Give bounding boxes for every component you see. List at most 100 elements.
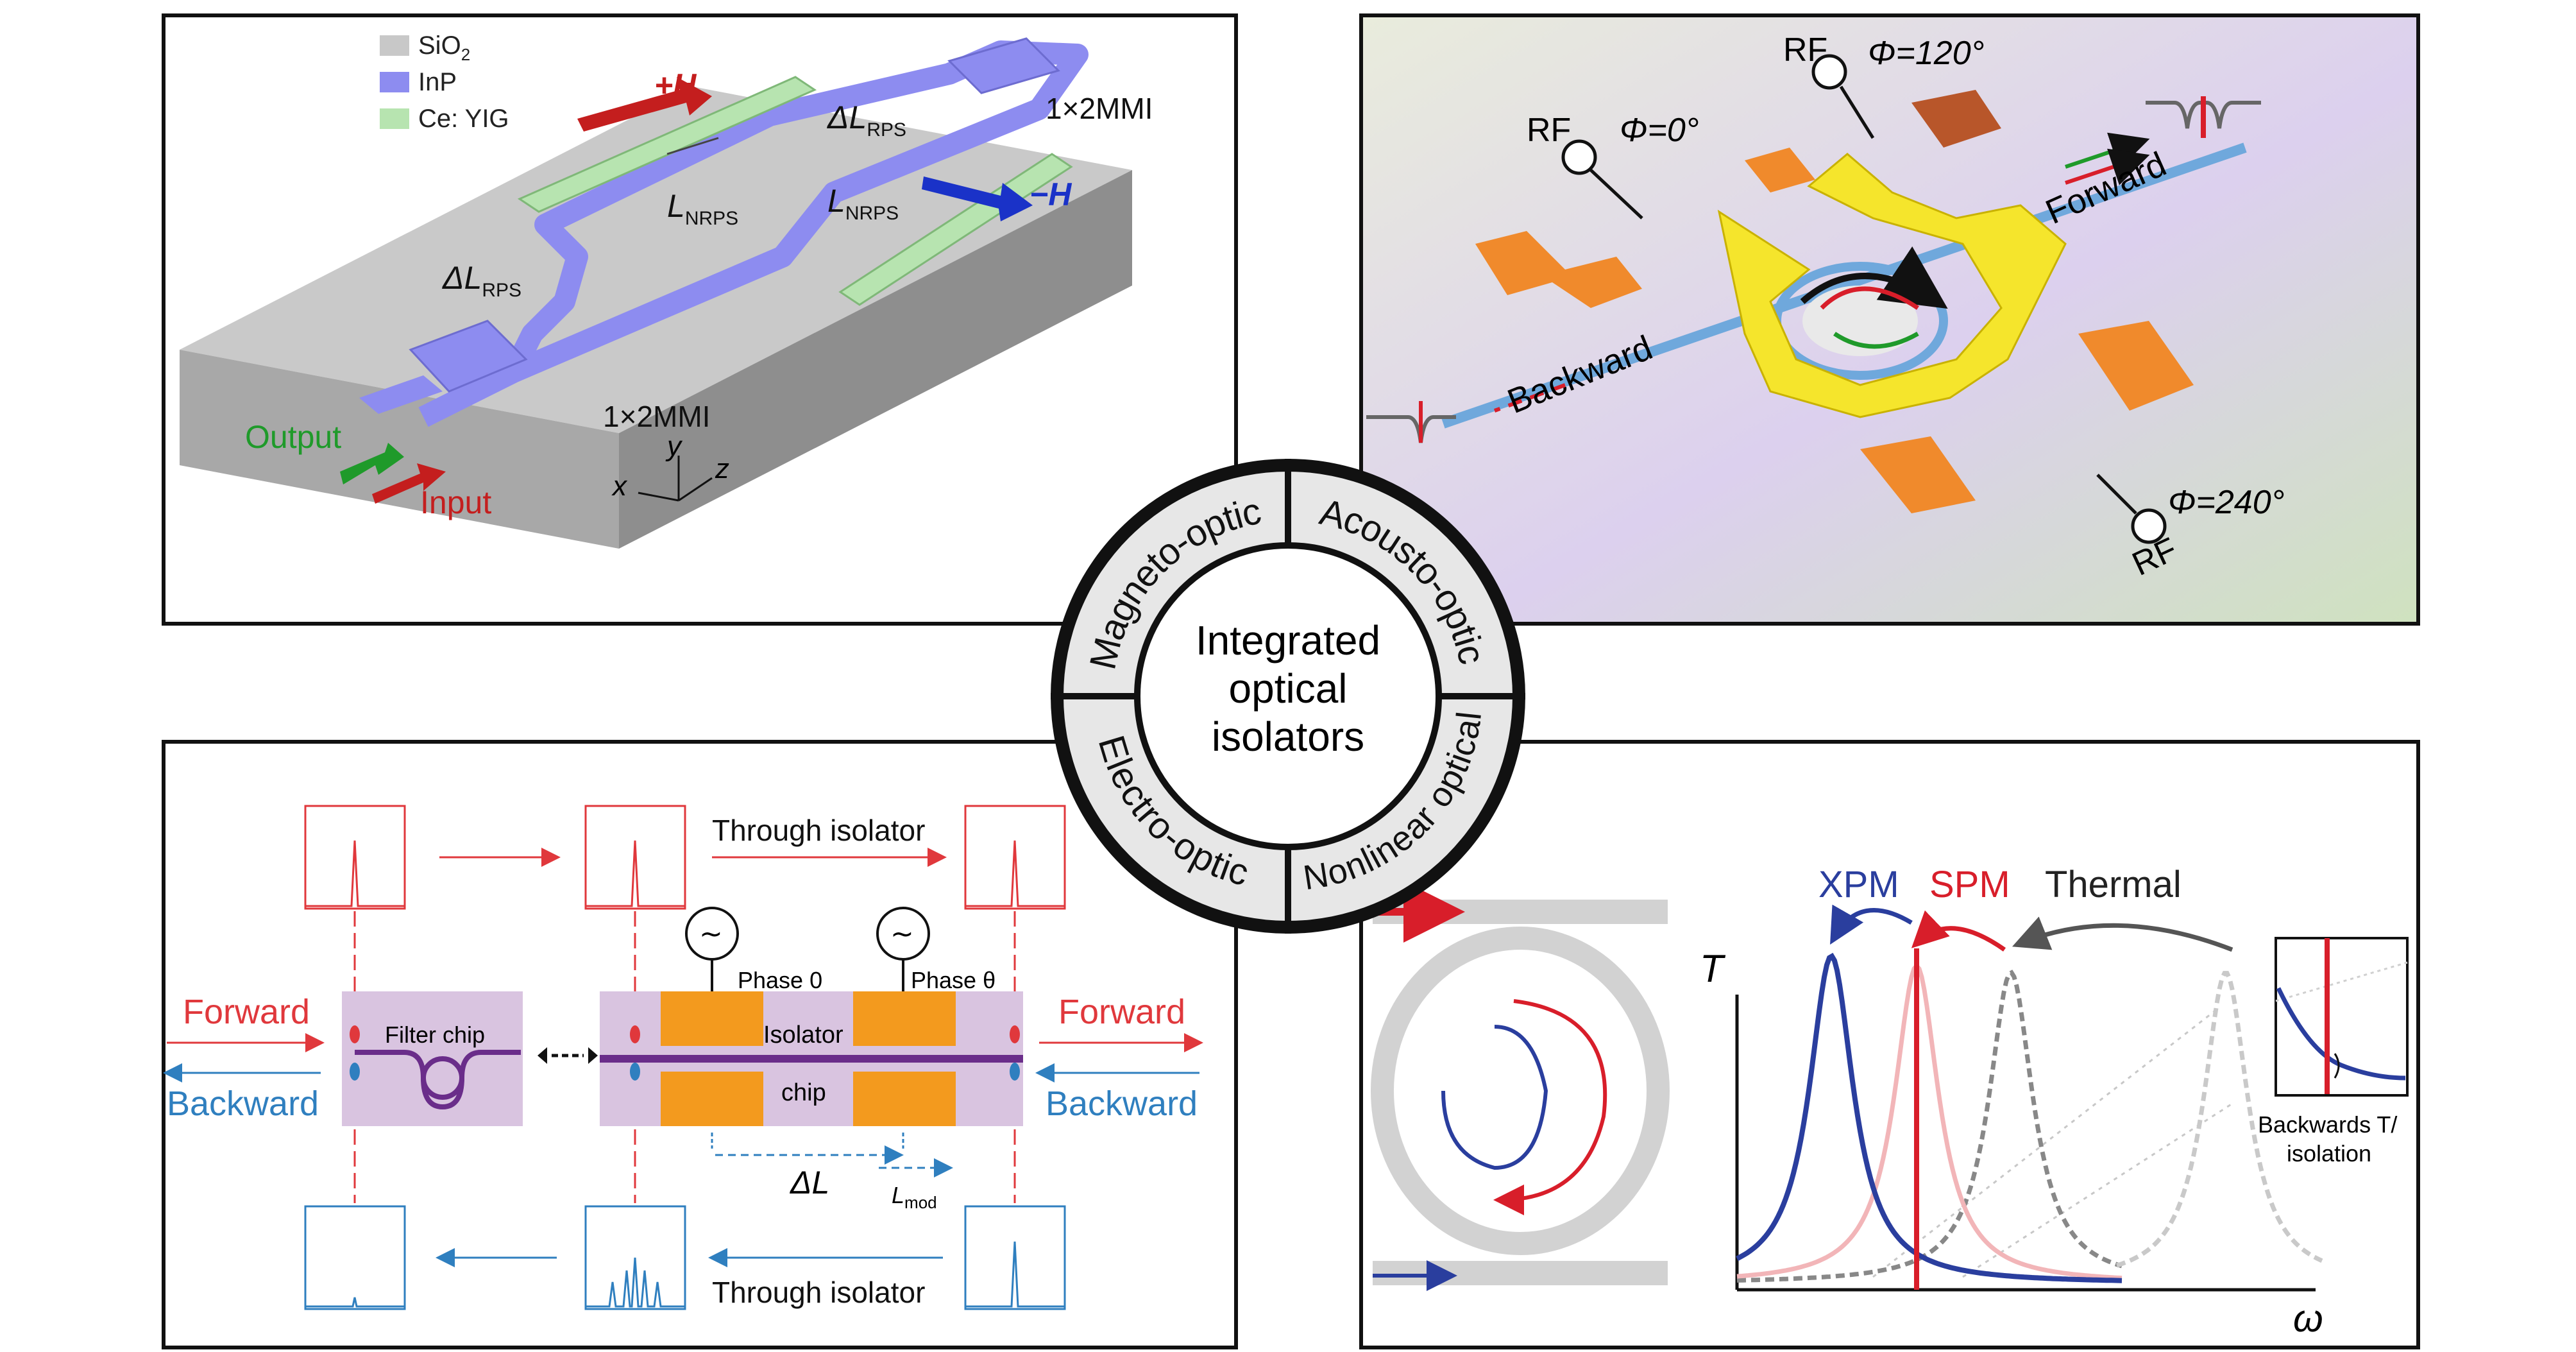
- mmi-top-block: [947, 37, 1060, 94]
- idt-electrode: [1717, 153, 2067, 418]
- center-title-line-2: optical: [1229, 665, 1348, 712]
- legend-label-sio2: SiO2: [418, 31, 470, 64]
- center-wheel: Magneto-optic Acousto-optic Electro-opti…: [1051, 459, 1525, 934]
- panel-acousto-optic: RF Φ=0° RF Φ=120° Φ=240° RF Forward Back…: [1359, 13, 2420, 626]
- center-title-line-1: Integrated: [1196, 617, 1380, 663]
- xpm-curve: [1736, 952, 2123, 1283]
- inp-waveguide: [418, 40, 1089, 427]
- spectrum-top-row: Through isolator: [304, 805, 1066, 910]
- rf-label: RF: [1527, 112, 1571, 149]
- inset-label-2: isolation: [2287, 1140, 2371, 1167]
- forward-label-right: Forward: [1058, 993, 1185, 1031]
- electrode-bottom-left: [661, 1072, 763, 1126]
- ring: [1371, 927, 1670, 1255]
- backward-label-left: Backward: [167, 1084, 319, 1123]
- mmi-bottom-block: [409, 320, 528, 393]
- filter-ring: [421, 1056, 464, 1100]
- spectrum-bottom-row: Through isolator: [304, 1205, 1066, 1310]
- pad-bottom: [1860, 436, 1976, 513]
- minus-h-arrow: [922, 176, 1033, 221]
- xpm-shift-arrow: [1830, 904, 1913, 945]
- forward-red-arrow: [2065, 148, 2150, 185]
- delta-l-label: ΔL: [790, 1165, 829, 1201]
- spectrum-box: [584, 805, 686, 910]
- pad-top-left: [1745, 148, 1815, 193]
- center-title-line-3: isolators: [1212, 714, 1364, 760]
- spectrum-line: [965, 840, 1065, 907]
- plus-h-arrow: [577, 77, 712, 132]
- spectrum-line: [305, 840, 405, 907]
- circulation-arrow-green: [1833, 331, 1919, 349]
- minus-h-label: −H: [1030, 176, 1072, 212]
- dl-rps-label-1: ΔLRPS: [827, 99, 906, 141]
- spectrum-line: [586, 840, 685, 907]
- legend-swatch-sio2: [380, 35, 409, 56]
- ceyig-strip-top: [517, 76, 817, 213]
- mmi-bottom-label: 1×2MMI: [603, 400, 710, 433]
- inset-box: [2275, 937, 2409, 1097]
- phase-0-label: Phase 0: [738, 967, 822, 993]
- thermal-shift-arrow: [2012, 916, 2233, 952]
- mode-marker-backward: [1010, 1063, 1020, 1081]
- filter-waveguide: [355, 1050, 521, 1110]
- spectrum-box: [964, 1205, 1066, 1310]
- mode-marker-backward: [350, 1063, 360, 1081]
- chip-link-head-left: [538, 1047, 547, 1064]
- panel-magneto-optic: +H −H SiO2 InP Ce: YIG 1×2MMI 1×2MMI LNR…: [162, 13, 1238, 626]
- output-label: Output: [245, 419, 341, 455]
- thermal-curve-faint: [2115, 971, 2323, 1268]
- backward-red-arrow: [1493, 383, 1566, 413]
- guide-dotted: [1872, 1006, 2220, 1278]
- bus-waveguide: [1441, 142, 2247, 429]
- mode-marker-backward: [630, 1063, 640, 1081]
- rf-source-120: RF Φ=120°: [1783, 31, 1984, 139]
- backward-label-right: Backward: [1046, 1084, 1198, 1123]
- rf-lead: [1589, 169, 1643, 219]
- spectrum-line: [965, 1241, 1065, 1308]
- legend-swatch-ceyig: [380, 108, 409, 129]
- spm-shift-arrow: [1911, 910, 2006, 952]
- inset-xpm-curve: [2276, 987, 2406, 1081]
- xpm-label: XPM: [1818, 864, 1899, 905]
- panel-frame: [1359, 740, 2420, 1349]
- electrode-top-left: [661, 991, 763, 1046]
- axis-x-label: x: [611, 470, 628, 502]
- chip-label: chip: [781, 1079, 826, 1106]
- pad-top-right: [1911, 90, 2001, 148]
- output-arrow: [340, 443, 404, 484]
- spectrum-box: [304, 805, 406, 910]
- rf-source-icon: [1561, 139, 1597, 175]
- rf-lead: [2096, 474, 2137, 515]
- chip-link-head-right: [588, 1047, 598, 1064]
- electrode-top-right: [853, 991, 956, 1046]
- legend-swatch-inp: [380, 72, 409, 92]
- forward-green-arrow: [2065, 132, 2150, 169]
- substrate-side: [619, 170, 1132, 549]
- spectrum-box: [584, 1205, 686, 1310]
- phase-label-0: Φ=0°: [1620, 112, 1699, 149]
- sine-icon: ~: [699, 918, 723, 950]
- l-nrps-label-2: LNRPS: [827, 183, 899, 224]
- spm-label: SPM: [1929, 864, 2010, 905]
- inset-guide: [2275, 961, 2408, 1002]
- isolator-label: Isolator: [763, 1022, 843, 1048]
- circulation-arrow-black: [1800, 246, 1948, 309]
- rf-source-icon: [2131, 508, 2167, 544]
- phase-label-240: Φ=240°: [2168, 484, 2284, 521]
- rf-label: RF: [1783, 31, 1827, 69]
- nrps-dim-line: [666, 137, 719, 155]
- l-mod-label: Lmod: [892, 1182, 937, 1212]
- input-label: Input: [420, 484, 491, 520]
- ring-circulation-red: [1493, 999, 1607, 1215]
- thermal-curve: [1736, 970, 2123, 1283]
- forward-label-left: Forward: [183, 993, 310, 1031]
- bus-bottom: [1373, 1261, 1668, 1285]
- phase-label-120: Φ=120°: [1868, 35, 1984, 72]
- mode-marker-forward: [350, 1025, 360, 1043]
- spectrum-line: [586, 1257, 685, 1308]
- spectrum-box: [304, 1205, 406, 1310]
- circulation-arrow-red: [1820, 286, 1919, 310]
- legend-label-ceyig: Ce: YIG: [418, 105, 509, 133]
- axis-z-label: z: [715, 453, 729, 484]
